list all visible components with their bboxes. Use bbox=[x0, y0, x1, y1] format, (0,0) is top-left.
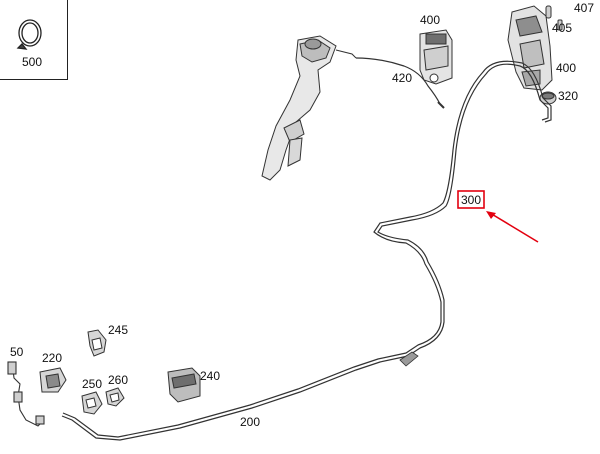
callout-245: 245 bbox=[108, 323, 128, 337]
callout-400-top: 400 bbox=[420, 13, 440, 27]
activated-charcoal-canister-icon bbox=[507, 5, 553, 91]
line-clip-icon bbox=[105, 387, 125, 407]
callout-320: 320 bbox=[558, 89, 578, 103]
callout-50: 50 bbox=[10, 345, 24, 359]
callout-250: 250 bbox=[82, 377, 102, 391]
fuel-line-icon bbox=[355, 57, 441, 105]
highlight-arrow-icon bbox=[486, 211, 539, 243]
connector-icon bbox=[7, 361, 45, 427]
callout-220: 220 bbox=[42, 351, 62, 365]
callout-400-right: 400 bbox=[556, 61, 576, 75]
line-clip-icon bbox=[81, 391, 103, 415]
callout-420: 420 bbox=[392, 71, 412, 85]
callout-405: 405 bbox=[552, 21, 572, 35]
highlight-box bbox=[457, 190, 485, 209]
line-clip-icon bbox=[39, 367, 67, 393]
fuel-filler-neck-icon bbox=[261, 35, 357, 181]
connector-icon bbox=[167, 367, 201, 403]
activated-charcoal-canister-icon bbox=[419, 29, 453, 85]
inset-panel bbox=[0, 0, 68, 80]
callout-300: 300 bbox=[461, 193, 481, 207]
callout-500-inset: 500 bbox=[22, 55, 42, 69]
line-clip-icon bbox=[87, 329, 107, 357]
callout-407: 407 bbox=[574, 1, 594, 15]
callout-200: 200 bbox=[240, 415, 260, 429]
fuel-line-icon bbox=[61, 60, 552, 441]
callout-260: 260 bbox=[108, 373, 128, 387]
callout-240: 240 bbox=[200, 369, 220, 383]
hose-clamp-icon bbox=[16, 19, 42, 50]
